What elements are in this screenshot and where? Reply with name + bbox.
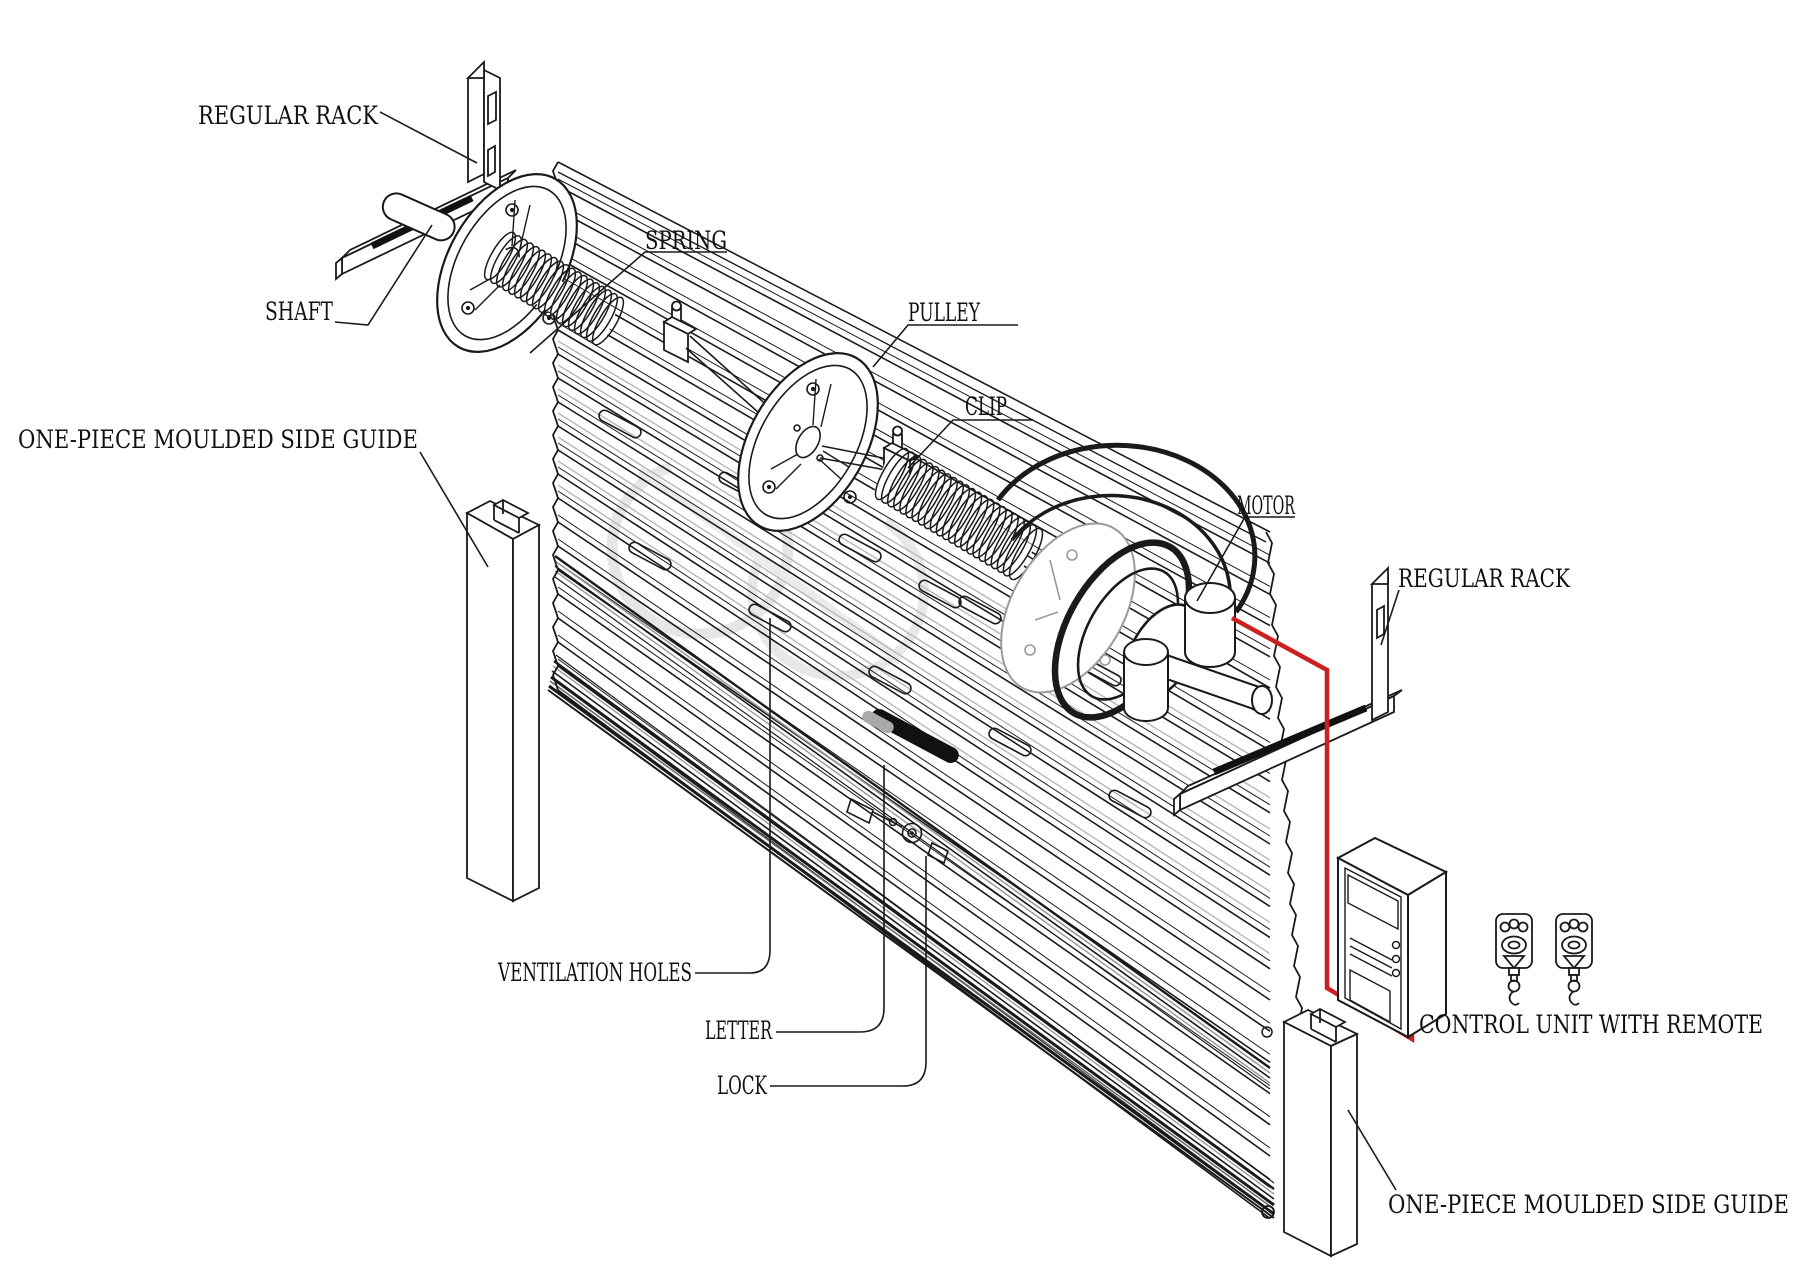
edge-pin (1261, 1205, 1275, 1219)
side-guide-left (465, 498, 541, 903)
lock-hardware (846, 797, 949, 865)
remote-1 (1495, 913, 1533, 1006)
label-side-guide-left: ONE-PIECE MOULDED SIDE GUIDE (18, 425, 418, 454)
regular-rack-right (1173, 565, 1403, 817)
label-pulley: PULLEY (908, 298, 980, 327)
label-lock: LOCK (717, 1071, 768, 1100)
side-guide-right (1282, 1007, 1360, 1258)
edge-pin (1261, 1026, 1273, 1038)
spring-coil (874, 447, 1044, 581)
spring-anchor-block (662, 300, 698, 364)
remote-2 (1555, 913, 1593, 1006)
label-spring: SPRING (645, 226, 727, 255)
pulley-shaft (819, 445, 889, 471)
shaft-part (381, 192, 456, 242)
letter-slot-shadow (862, 710, 894, 734)
label-clip: CLIP (965, 392, 1007, 421)
label-shaft: SHAFT (265, 297, 333, 326)
control-unit (1335, 836, 1449, 1039)
labels: REGULAR RACK SHAFT SPRING PULLEY CLIP MO… (18, 101, 1789, 1219)
leader-lines (334, 111, 1400, 1191)
capacitor-cylinder (1123, 638, 1169, 722)
motor-cylinder (1184, 582, 1236, 668)
motor-drum (995, 442, 1273, 722)
label-control-unit: CONTROL UNIT WITH REMOTE (1419, 1010, 1763, 1039)
label-letter: LETTER (705, 1016, 773, 1045)
label-regular-rack-left: REGULAR RACK (198, 101, 379, 130)
label-regular-rack-right: REGULAR RACK (1398, 564, 1571, 593)
pulley-drum (737, 352, 879, 532)
label-ventilation-holes: VENTILATION HOLES (497, 958, 692, 987)
label-motor: MOTOR (1237, 491, 1296, 520)
bottom-bar (547, 654, 1275, 1219)
label-side-guide-right: ONE-PIECE MOULDED SIDE GUIDE (1388, 1190, 1789, 1219)
spring-coil (483, 231, 625, 346)
